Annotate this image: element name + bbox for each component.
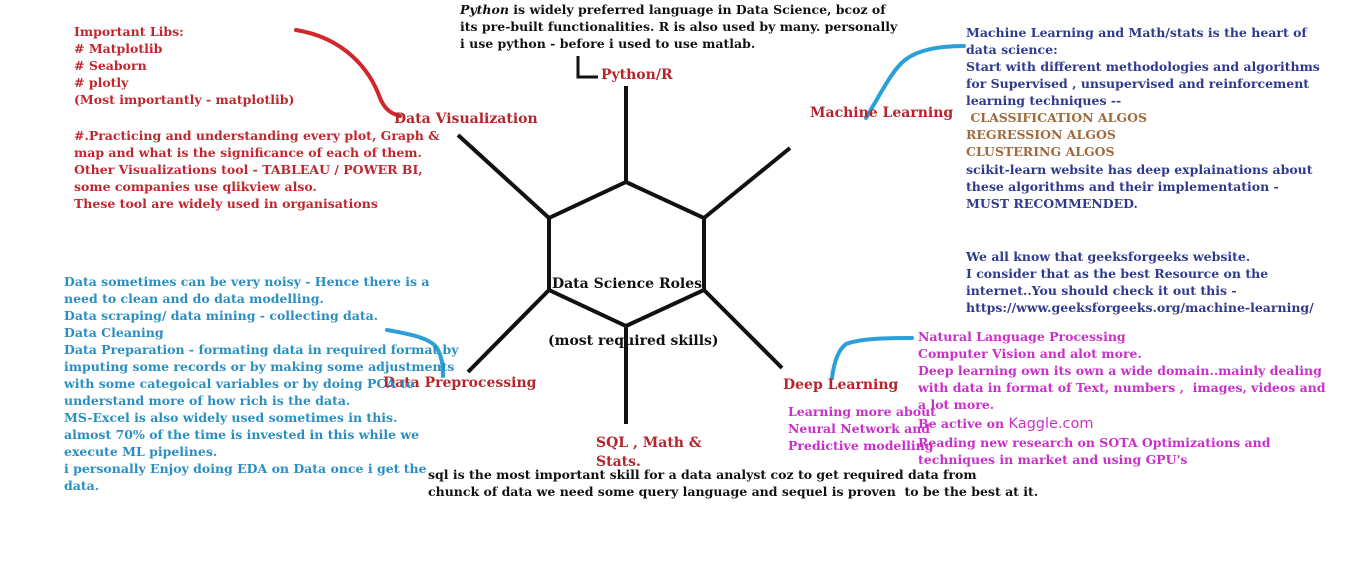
- deep-learning-more-note: Learning more about Neural Network and P…: [788, 404, 936, 453]
- spoke-deep-learning: [702, 288, 784, 370]
- visualization-practice-note: #.Practicing and understanding every plo…: [74, 128, 440, 211]
- sql-note-line1: sql is the most important skill for a da…: [428, 467, 977, 482]
- branch-data-visualization: Data Visualization: [394, 111, 538, 127]
- kaggle-prefix: Be active on: [918, 416, 1009, 431]
- python-note-italic: Python: [460, 2, 509, 17]
- visualization-libs-note: Important Libs: # Matplotlib # Seaborn #…: [74, 24, 295, 107]
- ml-gfg-note: We all know that geeksforgeeks website. …: [966, 249, 1314, 315]
- visualization-curve: [294, 28, 402, 118]
- deep-learning-curve: [830, 336, 914, 380]
- deep-learning-note: Natural Language Processing Computer Vis…: [918, 329, 1326, 412]
- spoke-data-visualization: [456, 133, 551, 220]
- center-title-line2: (most required skills): [548, 333, 719, 349]
- sql-note-line2: chunck of data we need some query langua…: [428, 484, 1039, 499]
- preprocessing-curve: [385, 328, 445, 378]
- spoke-data-preprocessing: [466, 288, 551, 374]
- kaggle-link[interactable]: Kaggle.com: [1008, 416, 1094, 432]
- center-title-line1: Data Science Roles: [551, 276, 703, 292]
- branch-data-preprocessing: Data Preprocessing: [383, 375, 537, 391]
- python-note-text: is widely preferred language in Data Sci…: [460, 2, 898, 51]
- deep-learning-kaggle: Be active on Kaggle.com: [918, 415, 1094, 433]
- preprocessing-note: Data sometimes can be very noisy - Hence…: [64, 274, 459, 493]
- branch-machine-learning: Machine Learning: [810, 105, 954, 121]
- ml-algos-note: CLASSIFICATION ALGOS REGRESSION ALGOS CL…: [966, 110, 1147, 159]
- python-bracket: [576, 56, 598, 79]
- branch-sql: SQL , Math & Stats.: [596, 435, 702, 470]
- ml-intro-note: Machine Learning and Math/stats is the h…: [966, 25, 1320, 108]
- deep-learning-research: Reading new research on SOTA Optimizatio…: [918, 435, 1271, 467]
- ml-sklearn-note: scikit-learn website has deep explainati…: [966, 162, 1313, 211]
- machine-learning-curve: [864, 44, 966, 120]
- branch-deep-learning: Deep Learning: [783, 377, 899, 393]
- spoke-machine-learning: [702, 146, 792, 220]
- python-note: Python is widely preferred language in D…: [460, 1, 897, 52]
- center-title: Data Science Roles (most required skills…: [548, 237, 719, 370]
- branch-python-r: Python/R: [601, 67, 673, 83]
